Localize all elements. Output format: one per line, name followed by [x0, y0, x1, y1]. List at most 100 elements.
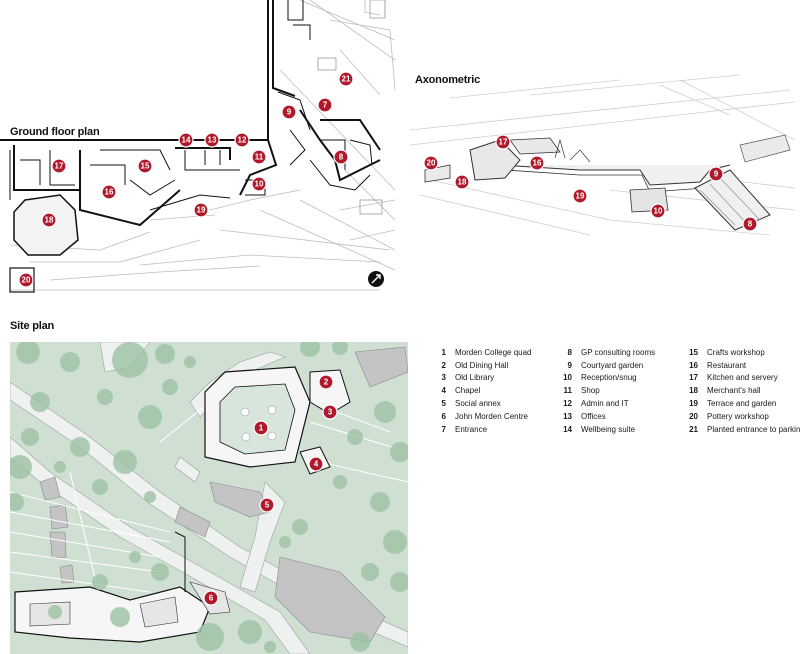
marker-14: 14 [178, 132, 194, 148]
svg-text:21: 21 [342, 75, 351, 84]
svg-text:3: 3 [328, 408, 333, 417]
marker-21: 21 [338, 71, 354, 87]
axonometric-drawing: 17 20 16 18 19 9 10 8 [410, 74, 796, 236]
svg-text:19: 19 [576, 192, 585, 201]
svg-text:17: 17 [499, 138, 508, 147]
site-plan: 1 2 3 4 5 6 [10, 342, 408, 654]
axo-marker-10: 10 [650, 203, 666, 219]
svg-text:5: 5 [265, 501, 270, 510]
svg-text:7: 7 [323, 101, 328, 110]
svg-text:12: 12 [238, 136, 247, 145]
axo-marker-19: 19 [572, 188, 588, 204]
axonometric-title: Axonometric [415, 74, 481, 86]
svg-text:6: 6 [209, 594, 214, 603]
svg-text:10: 10 [654, 207, 663, 216]
axo-marker-17: 17 [495, 134, 511, 150]
axo-marker-18: 18 [454, 174, 470, 190]
site-marker-4: 4 [308, 456, 324, 472]
axo-marker-20: 20 [423, 155, 439, 171]
svg-text:11: 11 [255, 153, 264, 162]
site-marker-3: 3 [322, 404, 338, 420]
marker-9: 9 [281, 104, 297, 120]
marker-16: 16 [101, 184, 117, 200]
svg-text:15: 15 [141, 162, 150, 171]
svg-text:18: 18 [45, 216, 54, 225]
marker-19: 19 [193, 202, 209, 218]
marker-11: 11 [251, 149, 267, 165]
svg-text:8: 8 [748, 220, 753, 229]
svg-text:19: 19 [197, 206, 206, 215]
svg-text:20: 20 [22, 276, 31, 285]
site-plan-markers: 1 2 3 4 5 6 [203, 374, 338, 606]
ground-floor-drawing: 21 9 7 14 13 12 11 8 17 15 16 10 19 18 2… [0, 0, 396, 293]
site-marker-1: 1 [253, 420, 269, 436]
ground-floor-title: Ground floor plan [10, 126, 100, 138]
building-walls [0, 0, 381, 227]
svg-text:10: 10 [255, 180, 264, 189]
svg-text:14: 14 [182, 136, 191, 145]
svg-text:13: 13 [208, 136, 217, 145]
north-arrow-icon [368, 271, 384, 287]
axonometric-markers: 17 20 16 18 19 9 10 8 [423, 134, 758, 232]
axo-marker-8: 8 [742, 216, 758, 232]
pottery-workshop-outline [9, 267, 35, 293]
axonometric-view: 17 20 16 18 19 9 10 8 Axonometric [410, 70, 800, 245]
site-marker-5: 5 [259, 497, 275, 513]
marker-13: 13 [204, 132, 220, 148]
svg-text:9: 9 [714, 170, 719, 179]
site-plan-title: Site plan [10, 320, 55, 332]
marker-7: 7 [317, 97, 333, 113]
marker-8: 8 [333, 149, 349, 165]
svg-text:1: 1 [259, 424, 264, 433]
site-buildings [39, 346, 408, 643]
svg-text:4: 4 [314, 460, 319, 469]
axo-gp-wing [694, 169, 771, 231]
marker-20: 20 [18, 272, 34, 288]
svg-text:17: 17 [55, 162, 64, 171]
marker-12: 12 [234, 132, 250, 148]
axo-merchants-hall [469, 139, 521, 181]
marker-17: 17 [51, 158, 67, 174]
svg-text:8: 8 [339, 153, 344, 162]
svg-text:9: 9 [287, 108, 292, 117]
svg-text:16: 16 [533, 159, 542, 168]
site-marker-2: 2 [318, 374, 334, 390]
svg-text:16: 16 [105, 188, 114, 197]
ground-floor-markers: 21 9 7 14 13 12 11 8 17 15 16 10 19 18 2… [18, 71, 354, 288]
trees [10, 342, 408, 653]
context-buildings [317, 0, 386, 215]
marker-10: 10 [251, 176, 267, 192]
marker-15: 15 [137, 158, 153, 174]
svg-text:20: 20 [427, 159, 436, 168]
svg-text:2: 2 [324, 378, 329, 387]
axo-marker-9: 9 [708, 166, 724, 182]
site-marker-6: 6 [203, 590, 219, 606]
marker-18: 18 [41, 212, 57, 228]
axo-marker-16: 16 [529, 155, 545, 171]
